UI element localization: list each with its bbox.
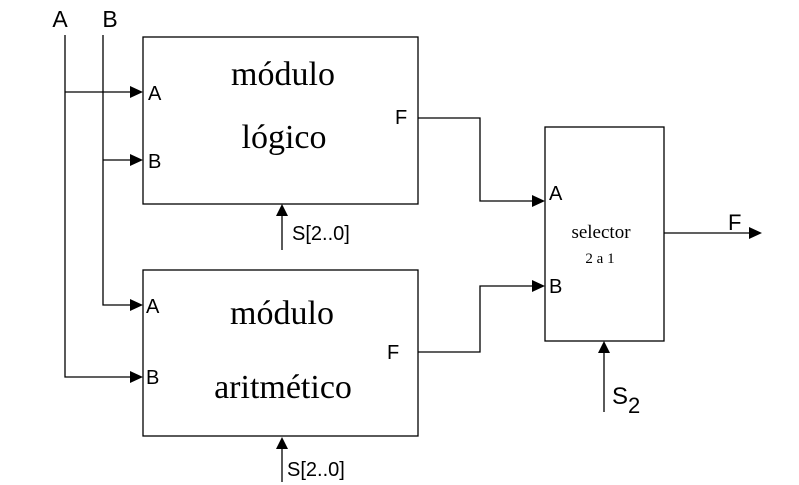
selector-select-label: S2 bbox=[612, 383, 640, 418]
input-b-label: B bbox=[102, 6, 117, 32]
logic-a-arrowhead bbox=[130, 86, 143, 98]
logic-module-title-1: módulo bbox=[231, 56, 335, 93]
selector-title-2: 2 a 1 bbox=[585, 251, 614, 267]
arith-b-arrowhead bbox=[130, 371, 143, 383]
arith-select-label: S[2..0] bbox=[287, 459, 345, 481]
arith-select-arrowhead bbox=[276, 437, 288, 449]
output-label: F bbox=[728, 210, 741, 235]
selector-select-arrowhead bbox=[598, 341, 610, 353]
arith-port-a-label: A bbox=[146, 296, 160, 318]
input-b-wire bbox=[102, 35, 133, 306]
logic-port-a-label: A bbox=[148, 83, 162, 105]
selector-port-b-label: B bbox=[549, 276, 562, 298]
output-arrowhead bbox=[749, 227, 762, 239]
selector-port-a-label: A bbox=[549, 183, 563, 205]
logic-module-box bbox=[142, 36, 419, 205]
arith-a-arrowhead bbox=[130, 299, 143, 311]
selector-a-arrowhead bbox=[532, 195, 545, 207]
selector-title-1: selector bbox=[571, 222, 631, 243]
logic-to-selector-wire bbox=[418, 117, 533, 202]
logic-select-label: S[2..0] bbox=[292, 223, 350, 245]
selector-select-base: S bbox=[612, 383, 628, 410]
logic-select-arrowhead bbox=[276, 204, 288, 216]
selector-select-subscript: 2 bbox=[628, 393, 640, 418]
logic-module-title-2: lógico bbox=[242, 119, 327, 156]
input-a-label: A bbox=[52, 6, 68, 32]
logic-port-b-label: B bbox=[148, 151, 161, 173]
selector-box bbox=[544, 126, 665, 342]
arith-module-title-1: módulo bbox=[230, 295, 334, 332]
arith-module-title-2: aritmético bbox=[214, 369, 352, 406]
input-a-wire bbox=[64, 35, 133, 378]
arith-port-b-label: B bbox=[146, 367, 159, 389]
arith-module-box bbox=[142, 269, 419, 437]
logic-b-arrowhead bbox=[130, 154, 143, 166]
logic-port-f-label: F bbox=[395, 107, 407, 129]
arith-port-f-label: F bbox=[387, 342, 399, 364]
arith-to-selector-wire bbox=[418, 285, 533, 353]
selector-b-arrowhead bbox=[532, 280, 545, 292]
